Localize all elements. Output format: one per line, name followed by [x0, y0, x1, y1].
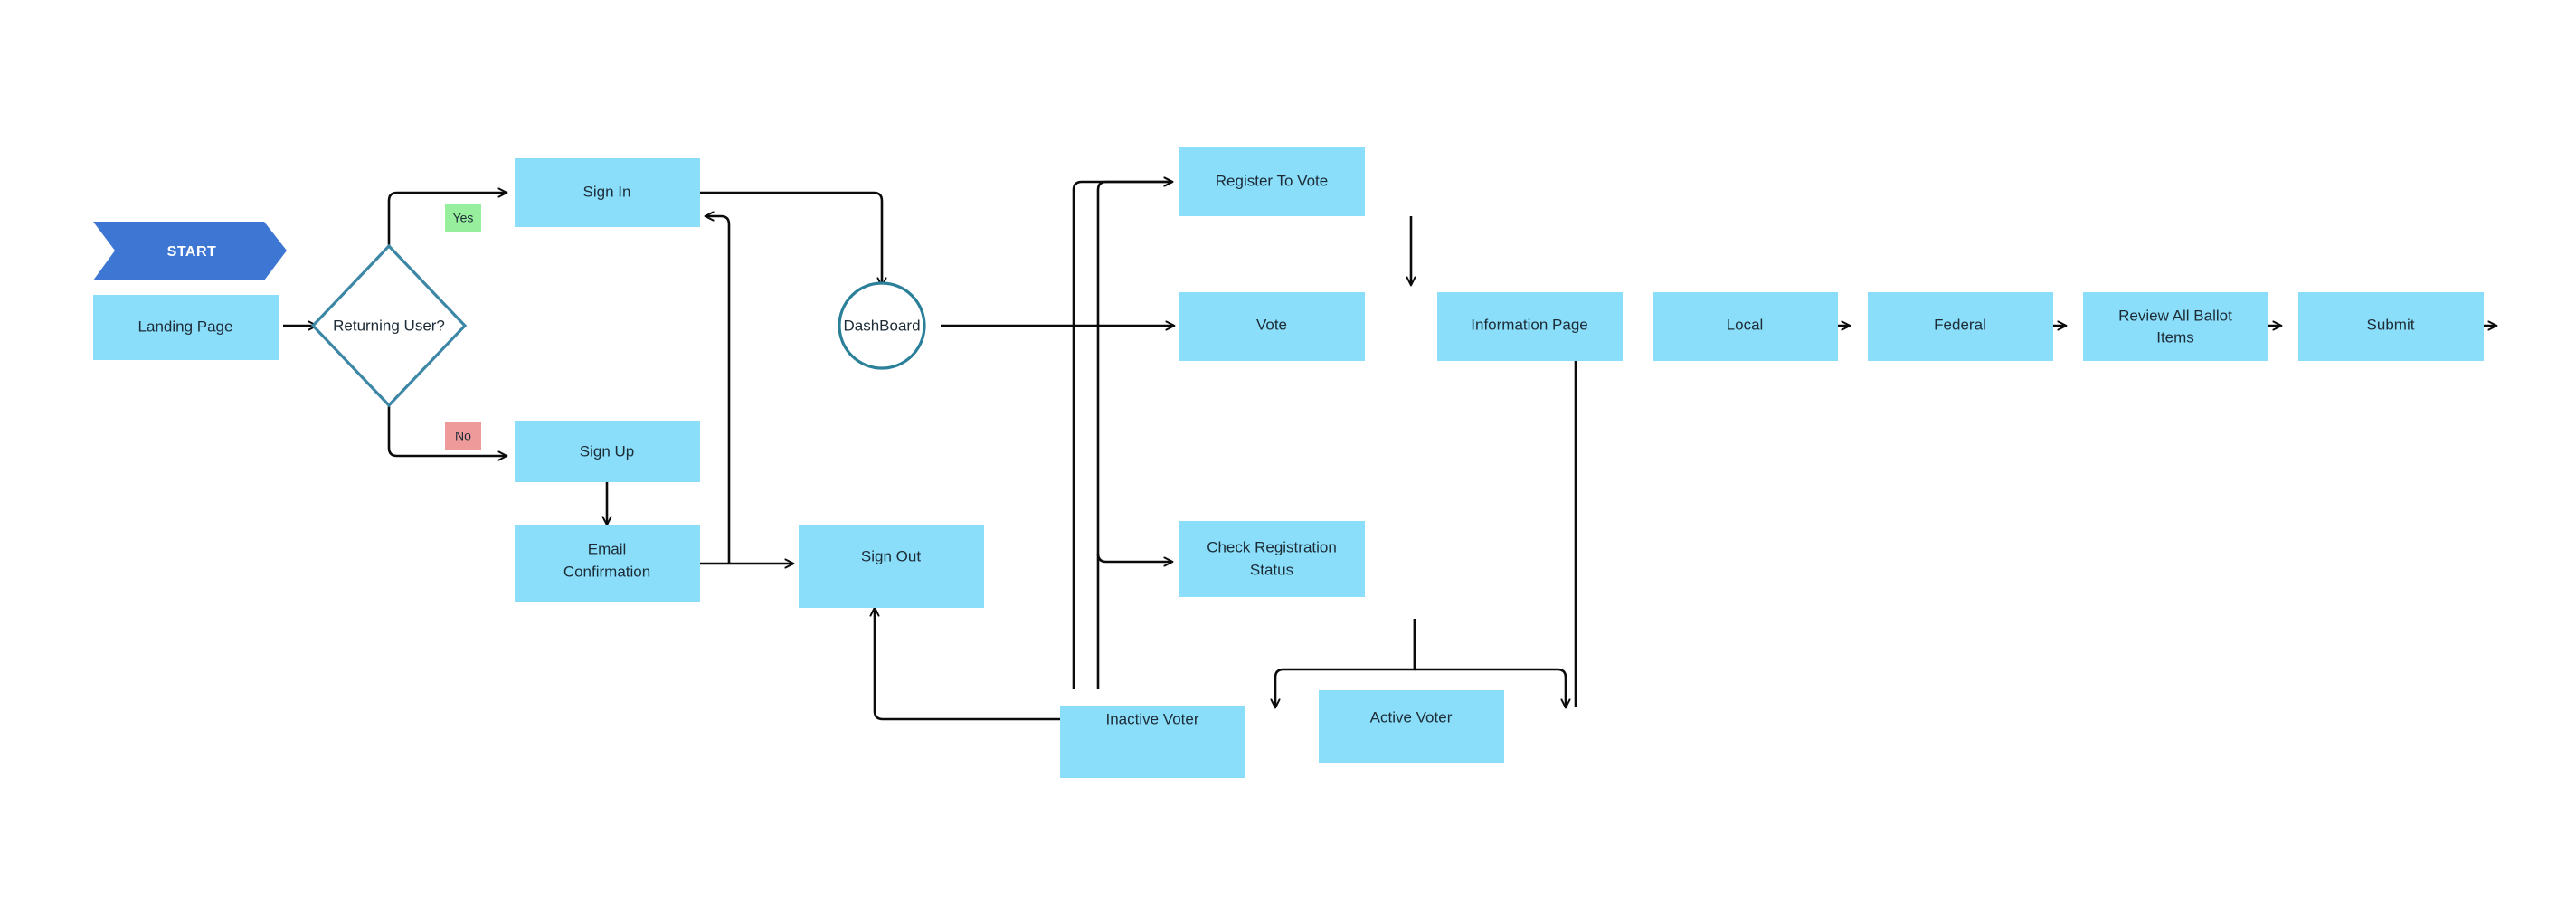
node-vote[interactable]: Vote — [1179, 292, 1365, 361]
node-returning-user-label: Returning User? — [333, 317, 445, 334]
node-submit-label: Submit — [2367, 316, 2415, 333]
node-review-ballot-label-line2: Items — [2156, 328, 2194, 346]
yes-label: Yes — [453, 211, 474, 225]
no-label: No — [455, 429, 471, 443]
node-information-page-label: Information Page — [1471, 316, 1587, 333]
node-email-confirmation-label-line1: Email — [588, 540, 627, 557]
node-sign-in[interactable]: Sign In — [515, 158, 700, 227]
start-banner: START — [93, 222, 287, 280]
edge-email-to-signin — [706, 216, 731, 564]
edge-label-yes: Yes — [445, 204, 481, 232]
node-active-voter-label: Active Voter — [1370, 708, 1453, 726]
node-vote-label: Vote — [1256, 316, 1287, 333]
node-inactive-voter-label: Inactive Voter — [1105, 710, 1198, 727]
node-local[interactable]: Local — [1653, 292, 1838, 361]
edge-signin-to-dashboard — [700, 191, 882, 286]
node-local-label: Local — [1727, 316, 1764, 333]
node-returning-user[interactable]: Returning User? — [310, 243, 468, 408]
node-review-all-ballot-items[interactable]: Review All Ballot Items — [2083, 292, 2268, 361]
node-sign-out-label: Sign Out — [861, 547, 921, 564]
node-active-voter[interactable]: Active Voter — [1319, 690, 1504, 763]
edge-check-to-inactive — [1275, 619, 1416, 707]
edge-active-to-register — [1096, 182, 1172, 689]
edge-check-to-active — [1413, 619, 1566, 707]
node-register-to-vote-label: Register To Vote — [1216, 172, 1328, 189]
edge-label-no: No — [445, 422, 481, 450]
edge-decision-to-signin — [387, 193, 507, 246]
node-sign-in-label: Sign In — [583, 183, 631, 200]
edge-decision-to-signup — [387, 405, 507, 456]
node-landing-page-label: Landing Page — [138, 318, 233, 335]
edge-inactive-to-register — [1072, 182, 1172, 689]
start-banner-label: START — [167, 244, 217, 260]
node-sign-up-label: Sign Up — [580, 442, 634, 460]
node-check-registration-status[interactable]: Check Registration Status — [1179, 521, 1365, 597]
node-dashboard[interactable]: DashBoard — [838, 281, 926, 370]
node-sign-up[interactable]: Sign Up — [515, 421, 700, 482]
node-federal-label: Federal — [1934, 316, 1986, 333]
node-dashboard-label: DashBoard — [843, 317, 920, 334]
node-email-confirmation[interactable]: Email Confirmation — [515, 525, 700, 602]
node-email-confirmation-label-line2: Confirmation — [564, 563, 650, 580]
node-information-page[interactable]: Information Page — [1437, 292, 1623, 361]
node-sign-out[interactable]: Sign Out — [799, 525, 984, 608]
edge-trunk-to-check-registration — [1096, 553, 1172, 562]
node-federal[interactable]: Federal — [1868, 292, 2053, 361]
node-inactive-voter[interactable]: Inactive Voter — [1060, 706, 1245, 778]
node-register-to-vote[interactable]: Register To Vote — [1179, 147, 1365, 216]
node-submit[interactable]: Submit — [2298, 292, 2484, 361]
edge-active-to-vote — [1497, 335, 1577, 707]
edge-inactive-to-signout — [875, 608, 1185, 721]
node-review-ballot-label-line1: Review All Ballot — [2118, 307, 2232, 324]
node-landing-page[interactable]: Landing Page — [93, 295, 279, 360]
node-check-registration-label-line2: Status — [1250, 561, 1293, 578]
node-check-registration-label-line1: Check Registration — [1207, 538, 1337, 555]
